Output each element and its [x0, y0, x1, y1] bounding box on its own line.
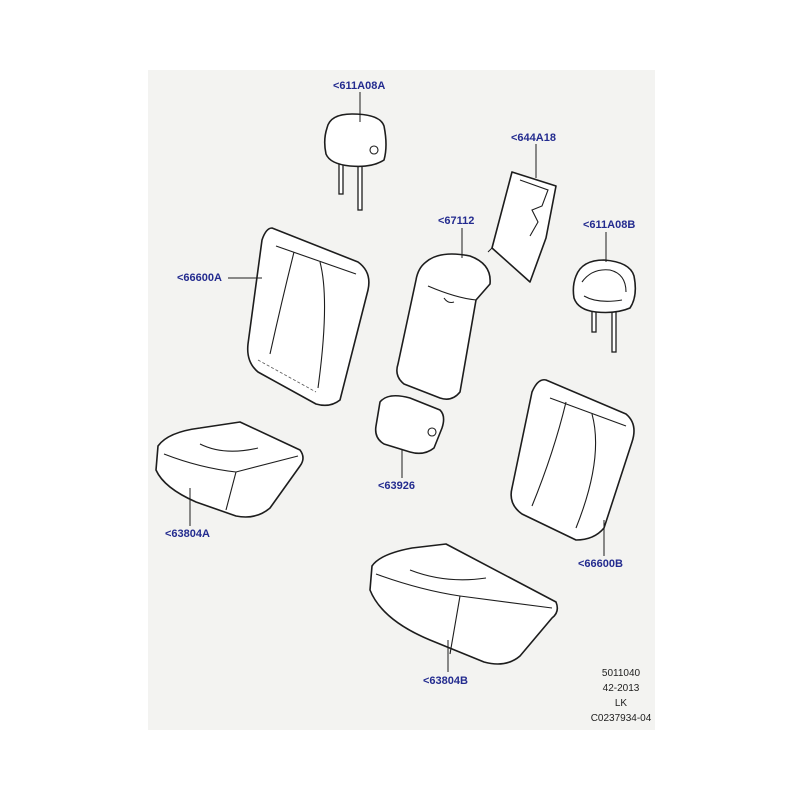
backboard-panel	[487, 171, 557, 283]
leader-lines	[189, 92, 607, 672]
callout-63804a[interactable]: <63804A	[165, 528, 210, 540]
callout-644a18[interactable]: <644A18	[511, 132, 556, 144]
armrest	[374, 394, 445, 455]
reference-code: LK	[614, 698, 628, 709]
reference-number: 5011040	[601, 668, 641, 679]
seat-cushion-a	[155, 421, 304, 518]
callout-67112[interactable]: <67112	[438, 215, 475, 227]
seat-cushion-b	[369, 543, 559, 665]
callout-66600a[interactable]: <66600A	[177, 272, 222, 284]
seat-back-a	[246, 227, 370, 407]
seat-back-center	[396, 253, 491, 400]
callout-66600b[interactable]: <66600B	[578, 558, 623, 570]
callout-63804b[interactable]: <63804B	[423, 675, 468, 687]
callout-63926[interactable]: <63926	[378, 480, 416, 492]
reference-date: 42-2013	[602, 683, 640, 694]
seat-back-b	[510, 378, 635, 541]
headrest-a	[323, 113, 387, 211]
callout-611a08b[interactable]: <611A08B	[583, 219, 636, 231]
callout-611a08a[interactable]: <611A08A	[333, 80, 386, 92]
headrest-b	[572, 259, 637, 353]
reference-catalog-id: C0237934-04	[590, 713, 652, 724]
